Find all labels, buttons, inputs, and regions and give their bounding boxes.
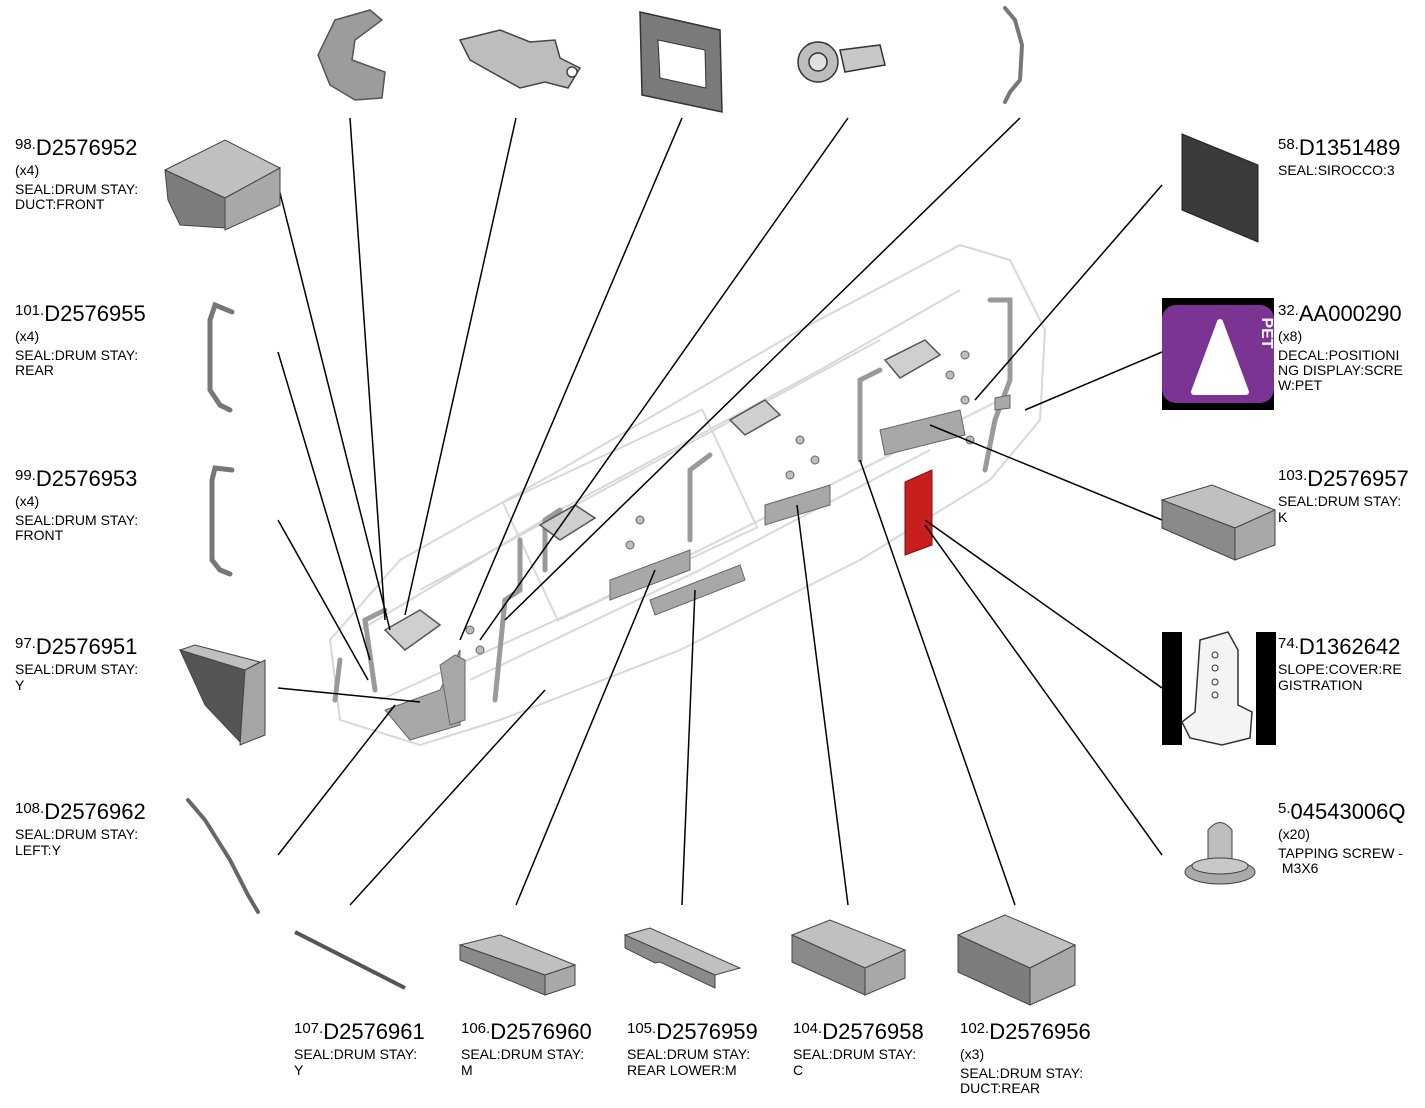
callout-99: 99.D2576953 (x4) SEAL:DRUM STAY: FRONT — [15, 466, 139, 543]
part-number: D2576959 — [656, 1019, 758, 1044]
ref-number: 108. — [15, 800, 45, 817]
seal-left-y-108 — [186, 798, 260, 914]
bracket-c-part — [317, 9, 386, 101]
part-number: D1351489 — [1298, 135, 1401, 160]
part-description: SEAL:DRUM STAY: REAR — [15, 346, 139, 378]
part-description: SEAL:DRUM STAY: REAR LOWER:M — [627, 1046, 751, 1078]
part-number: D2576957 — [1307, 466, 1409, 491]
part-description: SEAL:DRUM STAY: Y — [294, 1046, 418, 1078]
part-number: D2576952 — [35, 135, 138, 160]
ref-number: 104. — [793, 1020, 823, 1037]
part-number: D2576958 — [822, 1019, 924, 1044]
assembly-seals — [384, 394, 1011, 741]
drum-stay-assembly — [328, 243, 1047, 747]
seal-rear-101 — [207, 301, 235, 413]
red-highlight-part — [904, 469, 933, 556]
part-description: SEAL:DRUM STAY: M — [461, 1046, 585, 1078]
hinge-part — [458, 29, 582, 89]
part-description: DECAL:POSITIONI NG DISPLAY:SCRE W:PET — [1278, 346, 1404, 394]
decal-pet-text: PET — [1258, 317, 1275, 348]
screw-part — [797, 41, 886, 83]
wire-spring-part — [1003, 6, 1025, 104]
part-number: D2576953 — [35, 466, 138, 491]
seal-m-106 — [458, 934, 577, 996]
seal-block-98 — [163, 139, 282, 231]
ref-number: 98. — [15, 136, 36, 153]
part-description: SEAL:DRUM STAY: DUCT:FRONT — [15, 180, 139, 212]
callout-101: 101.D2576955 (x4) SEAL:DRUM STAY: REAR — [15, 301, 146, 378]
part-number: D2576961 — [323, 1019, 425, 1044]
ref-number: 74. — [1278, 635, 1299, 652]
ref-number: 107. — [294, 1020, 324, 1037]
seal-y-97 — [178, 644, 266, 746]
quantity: (x8) — [1278, 328, 1303, 345]
part-description: SEAL:DRUM STAY: K — [1278, 493, 1402, 525]
callout-74: 74.D1362642 SLOPE:COVER:RE GISTRATION — [1278, 634, 1402, 693]
ref-number: 97. — [15, 635, 36, 652]
part-number: AA000290 — [1298, 301, 1402, 326]
quantity: (x20) — [1278, 826, 1310, 843]
ref-number: 103. — [1278, 467, 1308, 484]
ref-number: 32. — [1278, 302, 1299, 319]
leader-lines — [277, 117, 1163, 906]
frame-seal-part — [639, 11, 723, 113]
callout-58: 58.D1351489 SEAL:SIROCCO:3 — [1278, 135, 1401, 179]
quantity: (x4) — [15, 162, 40, 179]
seal-duct-rear-102 — [956, 914, 1077, 1006]
ref-number: 58. — [1278, 136, 1299, 153]
assembly-screws — [465, 350, 975, 655]
callout-103: 103.D2576957 SEAL:DRUM STAY: K — [1278, 466, 1409, 525]
callout-108: 108.D2576962 SEAL:DRUM STAY: LEFT:Y — [15, 799, 146, 858]
part-number: D2576956 — [989, 1019, 1091, 1044]
callout-97: 97.D2576951 SEAL:DRUM STAY: Y — [15, 634, 139, 693]
part-number: D2576960 — [490, 1019, 592, 1044]
ref-number: 5. — [1278, 800, 1291, 817]
seal-k-103 — [1160, 484, 1277, 561]
quantity: (x4) — [15, 328, 40, 345]
callout-102: 102.D2576956 (x3) SEAL:DRUM STAY: DUCT:R… — [960, 1019, 1091, 1096]
seal-sirocco-58 — [1181, 133, 1259, 243]
callout-105: 105.D2576959 SEAL:DRUM STAY: REAR LOWER:… — [627, 1019, 758, 1078]
ref-number: 101. — [15, 302, 45, 319]
part-number: D2576955 — [44, 301, 146, 326]
decal-pet-32: PET — [1162, 298, 1275, 410]
part-number: D1362642 — [1298, 634, 1401, 659]
part-description: TAPPING SCREW - M3X6 — [1278, 844, 1403, 876]
ref-number: 102. — [960, 1020, 990, 1037]
seal-y-107 — [294, 930, 406, 990]
ref-number: 105. — [627, 1020, 657, 1037]
callout-32: 32.AA000290 (x8) DECAL:POSITIONI NG DISP… — [1278, 301, 1404, 394]
callout-104: 104.D2576958 SEAL:DRUM STAY: C — [793, 1019, 924, 1078]
ref-number: 99. — [15, 467, 36, 484]
callout-5: 5.04543006Q (x20) TAPPING SCREW - M3X6 — [1278, 799, 1406, 876]
assembly-hinges — [383, 339, 942, 651]
callout-98: 98.D2576952 (x4) SEAL:DRUM STAY: DUCT:FR… — [15, 135, 139, 212]
seal-c-104 — [790, 919, 907, 996]
seal-front-99 — [209, 465, 235, 577]
quantity: (x3) — [960, 1046, 985, 1063]
part-description: SEAL:DRUM STAY: LEFT:Y — [15, 826, 139, 858]
quantity: (x4) — [15, 493, 40, 510]
part-description: SEAL:DRUM STAY: C — [793, 1046, 917, 1078]
part-number: D2576962 — [44, 799, 146, 824]
part-description: SEAL:SIROCCO:3 — [1278, 162, 1395, 179]
tapping-screw-5 — [1184, 822, 1256, 885]
part-description: SEAL:DRUM STAY: FRONT — [15, 511, 139, 543]
ref-number: 106. — [461, 1020, 491, 1037]
part-description: SEAL:DRUM STAY: DUCT:REAR — [960, 1064, 1084, 1096]
seal-rear-lower-m-105 — [623, 927, 742, 989]
part-number: D2576951 — [35, 634, 138, 659]
callout-107: 107.D2576961 SEAL:DRUM STAY: Y — [294, 1019, 425, 1078]
part-number: 04543006Q — [1290, 799, 1406, 824]
part-description: SEAL:DRUM STAY: Y — [15, 661, 139, 693]
slope-cover-74 — [1162, 631, 1276, 746]
callout-106: 106.D2576960 SEAL:DRUM STAY: M — [461, 1019, 592, 1078]
part-description: SLOPE:COVER:RE GISTRATION — [1278, 661, 1402, 693]
